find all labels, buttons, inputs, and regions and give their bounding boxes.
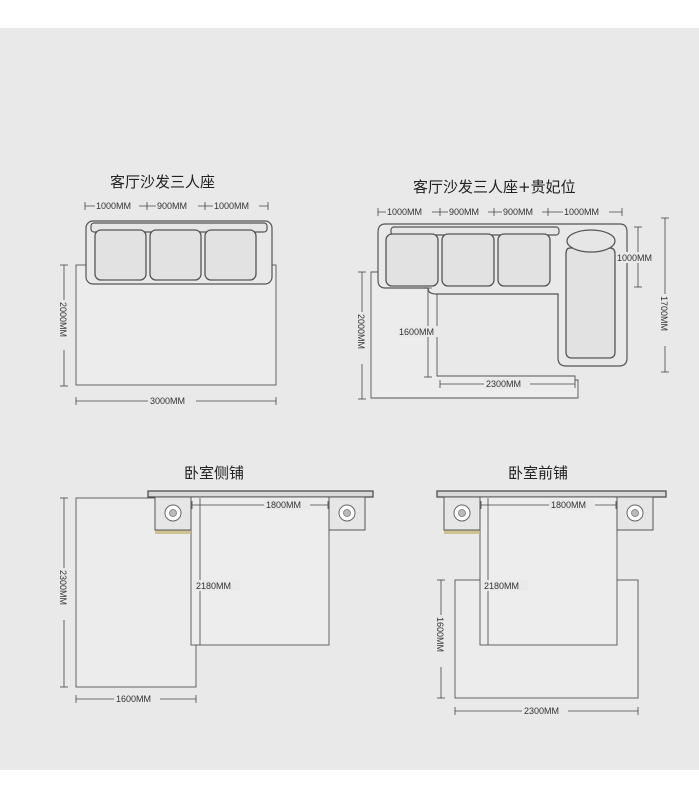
- sofa-chaise-dim-seat-2: 900MM: [449, 207, 479, 217]
- section-bedroom-side: 卧室侧铺: [58, 464, 374, 704]
- sofa-three-dim-rug-width: 3000MM: [150, 396, 185, 406]
- sofa-chaise-dim-chaise-width: 1000MM: [617, 253, 652, 263]
- sofa-chaise-title: 客厅沙发三人座+贵妃位: [413, 178, 576, 196]
- sofa-three-title: 客厅沙发三人座: [110, 173, 215, 191]
- section-sofa-three: 客厅沙发三人座 1000MM 900MM 1000MM: [58, 173, 277, 406]
- sofa-chaise-dim-rug-depth: 2000MM: [356, 314, 366, 349]
- sofa-three-left-dimension: [58, 264, 70, 387]
- bedroom-front-nightstand-left: [443, 496, 481, 534]
- bedroom-side-dim-bed-length: 2180MM: [196, 581, 231, 591]
- sofa-three-dim-seat-left: 1000MM: [96, 201, 131, 211]
- sofa-three-rug: [75, 264, 277, 386]
- sofa-chaise-dim-chaise-depth: 1700MM: [659, 296, 669, 331]
- bedroom-side-title: 卧室侧铺: [184, 464, 244, 482]
- bedroom-side-dim-rug-length: 2300MM: [58, 570, 68, 605]
- bedroom-front-headboard: [436, 490, 667, 498]
- sofa-chaise-dim-rug-inner: 1600MM: [399, 327, 434, 337]
- bedroom-front-nightstand-right: [616, 496, 654, 531]
- sofa-three-bottom-dimension: [75, 395, 277, 406]
- bedroom-side-nightstand-right: [328, 496, 366, 531]
- section-bedroom-front: 卧室前铺: [435, 464, 667, 716]
- sofa-chaise-dim-rug-width: 2300MM: [486, 379, 521, 389]
- sofa-chaise-left-dimensions: [356, 271, 438, 400]
- sofa-chaise-right-dimensions: [616, 217, 671, 373]
- sofa-three-dim-seat-middle: 900MM: [157, 201, 187, 211]
- sofa-chaise-sofa: [377, 223, 628, 367]
- section-sofa-chaise: 客厅沙发三人座+贵妃位 1000MM 900MM 900MM 1000MM: [356, 178, 671, 400]
- bedroom-side-bed: [190, 496, 330, 646]
- sofa-chaise-dim-seat-4: 1000MM: [564, 207, 599, 217]
- sofa-chaise-top-dimension: [377, 206, 623, 217]
- bedroom-front-title: 卧室前铺: [508, 464, 568, 482]
- sofa-three-top-dimension: [84, 200, 269, 211]
- bedroom-side-dimensions: [58, 497, 329, 704]
- sofa-three-dim-seat-right: 1000MM: [214, 201, 249, 211]
- bedroom-front-bed: [479, 496, 618, 646]
- sofa-chaise-dim-seat-3: 900MM: [503, 207, 533, 217]
- bedroom-front-dim-bed-length: 2180MM: [484, 581, 519, 591]
- sofa-three-sofa: [85, 220, 273, 285]
- bedroom-front-dim-rug-width: 2300MM: [524, 706, 559, 716]
- bedroom-front-dim-bed-width: 1800MM: [551, 500, 586, 510]
- bedroom-side-dim-bed-width: 1800MM: [266, 500, 301, 510]
- sofa-chaise-dim-seat-1: 1000MM: [387, 207, 422, 217]
- sofa-chaise-bottom-dimension: [439, 378, 576, 389]
- bedroom-front-dimensions: [435, 498, 639, 716]
- bedroom-front-dim-rug-depth: 1600MM: [435, 617, 445, 652]
- bedroom-side-headboard: [147, 490, 374, 498]
- bedroom-side-dim-rug-width: 1600MM: [116, 694, 151, 704]
- sofa-three-dim-rug-depth: 2000MM: [58, 302, 68, 337]
- bedroom-side-nightstand-left: [154, 496, 192, 534]
